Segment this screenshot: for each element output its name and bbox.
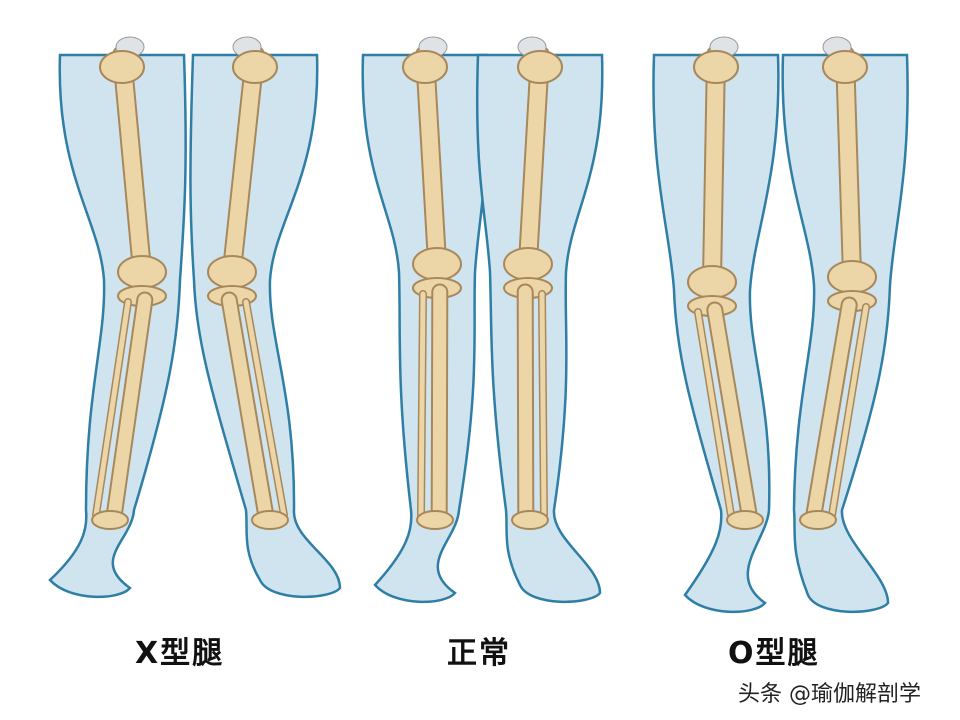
femur [704,47,724,288]
watermark: 头条 @瑜伽解剖学 [738,682,921,707]
fibula [93,299,131,518]
femur [837,47,860,283]
label-normal: 正常 [447,636,511,671]
ankle-bone [416,510,454,530]
ankle-bone [511,510,549,530]
knee-condyles [503,247,553,281]
tibia [222,293,273,522]
fibula [418,291,426,518]
femur [417,47,445,270]
femur [224,47,263,278]
knee-condyles [117,255,167,289]
femur [114,47,150,278]
ankle-bone [726,510,764,530]
knee-condyles [827,260,877,294]
trochanter [822,50,868,84]
tibia [107,293,152,522]
tibia [708,303,756,522]
trochanter [517,50,563,84]
leg-outline [48,53,187,598]
knee-condyles [207,255,257,289]
ankle-bone [251,510,289,530]
fibula [695,309,734,518]
label-o-legs: O型腿 [728,636,820,671]
tibia [518,285,533,522]
tibia [432,285,447,522]
ankle-bone [91,510,129,530]
trochanter [693,50,739,84]
knee-condyles [412,247,462,281]
fibula [539,291,547,518]
trochanter [99,50,145,84]
ankle-bone [799,510,837,530]
knee-condyles [687,265,737,299]
label-x-legs: X型腿 [135,636,225,671]
fibula [829,304,869,518]
leg-outline [189,53,342,598]
trochanter [402,50,448,84]
fibula [243,299,287,518]
tibia [807,298,856,522]
femur [520,47,548,270]
trochanter [232,50,278,84]
